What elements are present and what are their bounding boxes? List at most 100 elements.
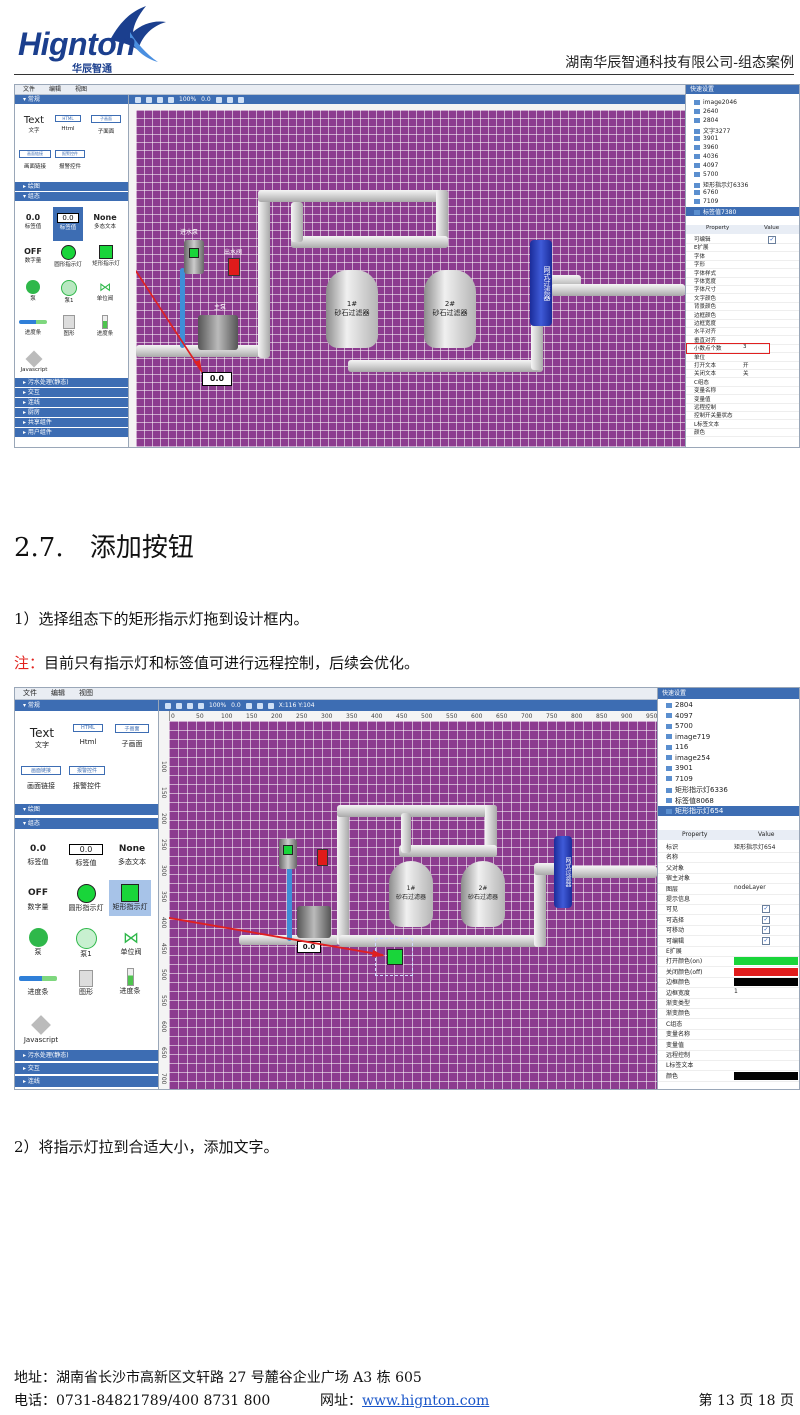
- zoom-out-icon[interactable]: [198, 702, 204, 709]
- selection-handles[interactable]: [375, 938, 413, 976]
- tool-jump[interactable]: 画面链接画面链接: [19, 150, 51, 170]
- quick-settings[interactable]: 快速设置: [658, 688, 799, 699]
- section-chart[interactable]: 绘图: [15, 804, 158, 815]
- layer-icon[interactable]: [267, 702, 274, 709]
- tree-item[interactable]: 5700: [694, 171, 718, 178]
- section-connect[interactable]: 连线: [15, 1076, 158, 1087]
- tree-item[interactable]: 4036: [694, 153, 718, 160]
- section-interact[interactable]: 交互: [15, 1063, 158, 1074]
- prop-row[interactable]: E扩展: [658, 946, 799, 957]
- prop-row[interactable]: 可移动✓: [658, 925, 799, 937]
- prop-row[interactable]: 字体宽度: [686, 277, 799, 286]
- tree-item[interactable]: 4097: [694, 162, 718, 169]
- prop-row[interactable]: 字体样式: [686, 269, 799, 278]
- filter-tank-1[interactable]: 1# 砂石过滤器: [326, 270, 378, 348]
- design-canvas[interactable]: 1# 砂石过滤器 2# 砂石过滤器 网式过滤器 0.0: [169, 721, 657, 1089]
- prop-row[interactable]: C组态: [658, 1019, 799, 1030]
- new-rect-indicator[interactable]: [387, 949, 403, 965]
- align-icon[interactable]: [226, 96, 233, 103]
- quick-settings[interactable]: 快速设置: [686, 85, 799, 94]
- prop-row[interactable]: 字体: [686, 252, 799, 261]
- tree-item[interactable]: 4097: [666, 712, 693, 720]
- tool-pump1[interactable]: 泵1: [71, 928, 101, 959]
- align-icon[interactable]: [256, 702, 263, 709]
- menu-view[interactable]: 视图: [75, 86, 88, 93]
- save-icon[interactable]: [146, 96, 152, 103]
- zoom-in-icon[interactable]: [157, 96, 163, 103]
- tree-item[interactable]: 6760: [694, 189, 718, 196]
- section-connect[interactable]: 连线: [15, 398, 128, 407]
- tree-item[interactable]: 矩形指示灯6336: [666, 785, 728, 795]
- tool-rect-light[interactable]: 矩形指示灯: [109, 880, 151, 916]
- tool-jump[interactable]: 画面链接画面链接: [21, 766, 61, 791]
- prop-row[interactable]: 提示信息: [658, 894, 799, 905]
- tree-item[interactable]: image254: [666, 754, 710, 762]
- prop-row[interactable]: 水平对齐: [686, 327, 799, 337]
- prop-row[interactable]: 背景颜色: [686, 302, 799, 312]
- section-normal[interactable]: 常规: [15, 95, 128, 104]
- prop-value[interactable]: 开: [743, 363, 749, 369]
- tree-item[interactable]: image719: [666, 733, 710, 741]
- prop-row[interactable]: 字体尺寸: [686, 285, 799, 295]
- filter-tank-2[interactable]: 2# 砂石过滤器: [424, 270, 476, 348]
- prop-row[interactable]: 控制开关量状态: [686, 411, 799, 421]
- prop-row[interactable]: 垂直对齐: [686, 336, 799, 345]
- section-user[interactable]: 用户组件: [15, 428, 128, 437]
- prop-row[interactable]: 文字颜色: [686, 294, 799, 303]
- tool-javascript[interactable]: Javascript: [19, 1015, 63, 1044]
- tool-shape[interactable]: 图形: [71, 970, 101, 997]
- prop-checkbox[interactable]: ✓: [762, 915, 770, 924]
- prop-row[interactable]: 宿主对象: [658, 873, 799, 885]
- prop-checkbox[interactable]: ✓: [762, 905, 770, 914]
- pointer-icon[interactable]: [165, 702, 171, 709]
- prop-row[interactable]: 可编辑: [686, 235, 799, 244]
- tool-javascript[interactable]: Javascript: [17, 350, 51, 373]
- section-share[interactable]: 共享组件: [15, 418, 128, 427]
- main-pump-device[interactable]: [198, 315, 238, 350]
- prop-row[interactable]: 可编辑✓: [658, 936, 799, 947]
- prop-value[interactable]: 关: [743, 371, 749, 378]
- zoom-level[interactable]: 100%: [209, 702, 227, 709]
- tool-pump[interactable]: 泵: [21, 280, 45, 302]
- prop-row[interactable]: 单位: [686, 353, 799, 362]
- tool-progress[interactable]: 进度条: [19, 976, 57, 997]
- layer-icon[interactable]: [237, 96, 244, 103]
- tree-item[interactable]: 标签值8068: [666, 796, 714, 806]
- section-normal[interactable]: 常规: [15, 700, 158, 711]
- prop-row[interactable]: 可见✓: [658, 904, 799, 916]
- design-canvas[interactable]: 1# 砂石过滤器 2# 砂石过滤器 网式过滤器 进水泵 出水阀 主泵 0.0: [136, 110, 685, 447]
- grid-icon[interactable]: [245, 702, 252, 709]
- tool-valve[interactable]: ⋈单位阀: [120, 928, 142, 956]
- toolbar-value[interactable]: 0.0: [201, 96, 211, 103]
- main-pump-device[interactable]: [297, 906, 331, 938]
- section-sewage[interactable]: 污水处理(静态): [15, 378, 128, 387]
- prop-row[interactable]: 颜色: [658, 1071, 799, 1082]
- prop-row[interactable]: 标识矩形指示灯654: [658, 842, 799, 853]
- prop-value[interactable]: 1: [734, 987, 738, 995]
- prop-row[interactable]: 渐变类型: [658, 998, 799, 1009]
- tree-item[interactable]: 2804: [666, 701, 693, 709]
- prop-row[interactable]: 变量名称: [686, 386, 799, 396]
- prop-row[interactable]: C组态: [686, 378, 799, 387]
- value-box[interactable]: 0.0: [202, 372, 232, 386]
- tree-item-selected[interactable]: 标签值7380: [686, 207, 799, 216]
- tree-item[interactable]: 116: [666, 743, 688, 751]
- tool-subpage[interactable]: 子画面子画面: [115, 724, 149, 749]
- prop-row[interactable]: 边框宽度: [686, 319, 799, 328]
- tool-pump1[interactable]: 泵1: [57, 280, 81, 304]
- prop-row[interactable]: 打开文本开: [686, 361, 799, 370]
- filter-tank-2[interactable]: 2# 砂石过滤器: [461, 861, 505, 927]
- prop-row[interactable]: 变量名称: [658, 1029, 799, 1041]
- tool-pump[interactable]: 泵: [23, 928, 53, 957]
- menu-file[interactable]: 文件: [23, 86, 36, 93]
- tool-circle-light[interactable]: 圆形指示灯: [65, 884, 107, 913]
